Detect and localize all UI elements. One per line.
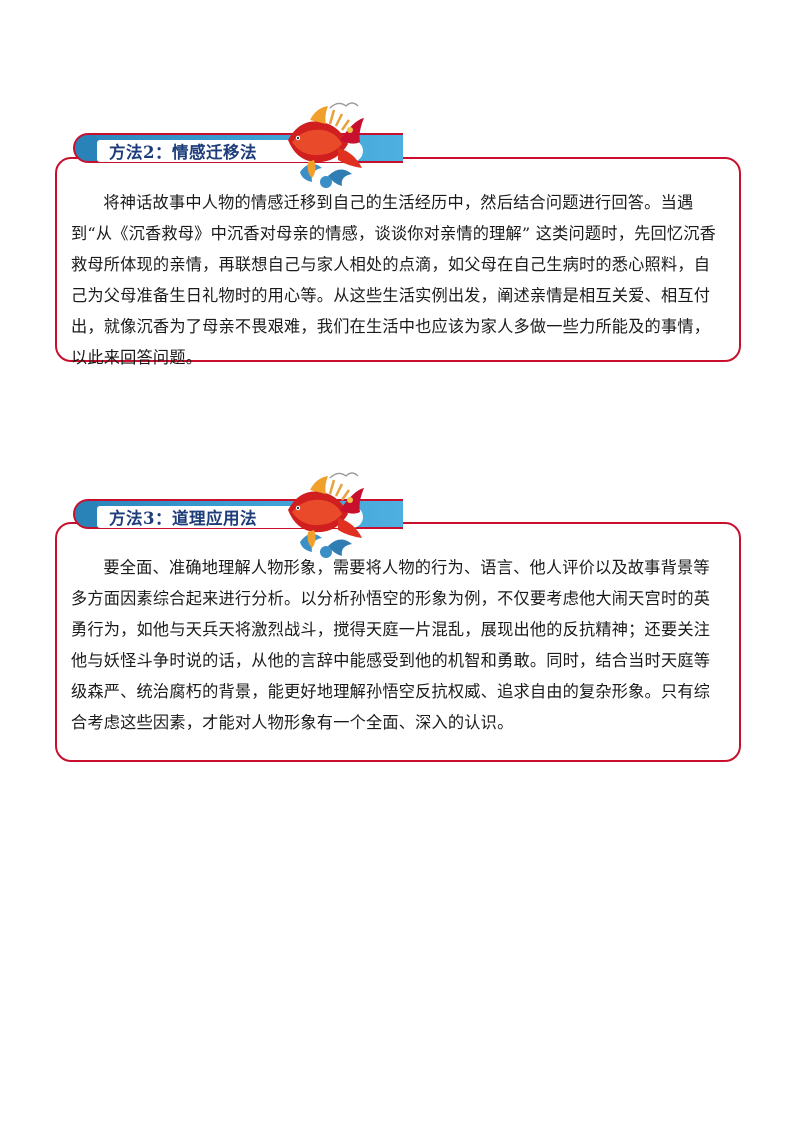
method-3-title: 方法3：道理应用法 xyxy=(109,509,257,528)
method-2-content-box: 将神话故事中人物的情感迁移到自己的生活经历中，然后结合问题进行回答。当遇到“从《… xyxy=(55,157,741,367)
method-2-title: 方法2：情感迁移法 xyxy=(109,143,257,162)
method-2-text: 将神话故事中人物的情感迁移到自己的生活经历中，然后结合问题进行回答。当遇到“从《… xyxy=(71,193,717,367)
koi-fish-decoration-icon xyxy=(288,472,364,558)
method-2-section: 将神话故事中人物的情感迁移到自己的生活经历中，然后结合问题进行回答。当遇到“从《… xyxy=(55,100,745,367)
method-3-content-box: 要全面、准确地理解人物形象，需要将人物的行为、语言、他人评价以及故事背景等多方面… xyxy=(55,522,741,762)
koi-fish-decoration-icon xyxy=(288,102,364,188)
method-3-section: 要全面、准确地理解人物形象，需要将人物的行为、语言、他人评价以及故事背景等多方面… xyxy=(55,470,745,765)
method-3-text: 要全面、准确地理解人物形象，需要将人物的行为、语言、他人评价以及故事背景等多方面… xyxy=(71,558,711,732)
